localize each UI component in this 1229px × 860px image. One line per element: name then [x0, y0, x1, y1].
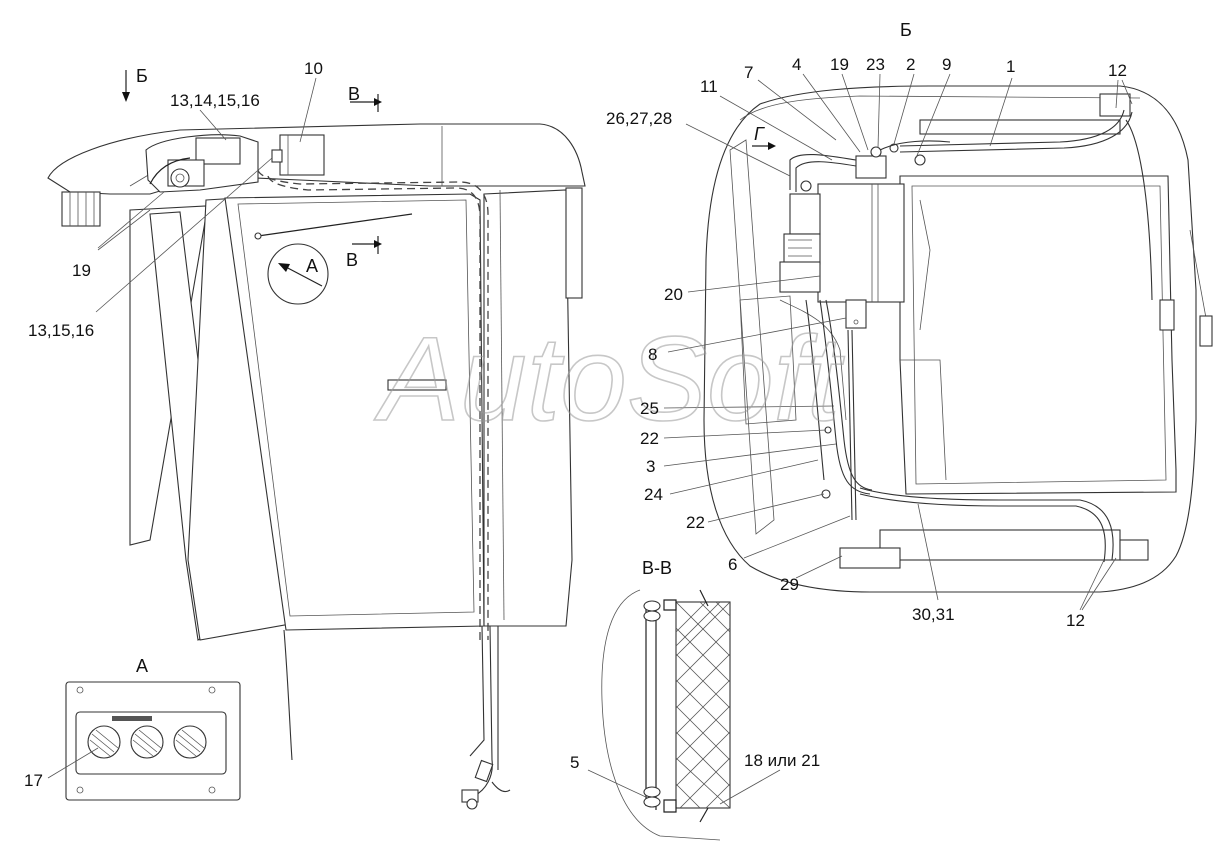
callout-18-or-21: 18 или 21	[744, 751, 820, 770]
callout-5: 5	[570, 753, 579, 772]
callout-4: 4	[792, 55, 801, 74]
callout-11: 11	[700, 77, 718, 96]
callout-6: 6	[728, 555, 737, 574]
knob-right	[173, 725, 207, 759]
section-vv-title: В-В	[642, 558, 672, 578]
lamp-block	[61, 191, 101, 227]
top-leaders	[663, 73, 1133, 611]
callout-13-14-15-16: 13,14,15,16	[170, 91, 260, 110]
knob-fan	[87, 725, 121, 759]
callout-9: 9	[942, 55, 951, 74]
callout-24: 24	[644, 485, 663, 504]
cab-side-view	[47, 70, 586, 810]
callout-25: 25	[640, 399, 659, 418]
labels: Б Б А А В В Г В-В 13,14,15,16 10 19 13,1…	[24, 20, 1127, 790]
callout-12-top: 12	[1108, 61, 1127, 80]
callout-30-31: 30,31	[912, 605, 955, 624]
left-leaders	[95, 77, 317, 313]
top-view	[703, 85, 1213, 593]
view-arrow-a-label: А	[306, 256, 318, 276]
callout-19-left: 19	[72, 261, 91, 280]
callout-26-27-28: 26,27,28	[606, 109, 672, 128]
callout-22-upper: 22	[640, 429, 659, 448]
brand-plate	[112, 716, 152, 721]
section-mark-v-top: В	[348, 84, 360, 104]
filter-box	[271, 134, 325, 176]
hose-fitting	[461, 759, 511, 810]
callout-3: 3	[646, 457, 655, 476]
watermark: AutoSoft	[374, 312, 845, 446]
callout-12-bottom: 12	[1066, 611, 1085, 630]
callout-22-lower: 22	[686, 513, 705, 532]
knob-middle	[130, 725, 164, 759]
control-panel-view	[47, 681, 241, 801]
heater-box	[779, 183, 905, 303]
callout-23: 23	[866, 55, 885, 74]
valve-assembly	[800, 143, 926, 192]
callout-1: 1	[1006, 57, 1015, 76]
callout-13-15-16: 13,15,16	[28, 321, 94, 340]
view-b-title: Б	[900, 20, 912, 40]
callout-17: 17	[24, 771, 43, 790]
callout-7: 7	[744, 63, 753, 82]
section-mark-v-bottom: В	[346, 250, 358, 270]
callout-20: 20	[664, 285, 683, 304]
view-arrow-b-label: Б	[136, 66, 148, 86]
roof-heater-unit	[145, 134, 259, 193]
view-a-title: А	[136, 656, 148, 676]
callout-8: 8	[648, 345, 657, 364]
callout-29: 29	[780, 575, 799, 594]
callout-2: 2	[906, 55, 915, 74]
section-vv	[587, 589, 781, 841]
callout-10: 10	[304, 59, 323, 78]
view-arrow-g-label: Г	[754, 124, 765, 144]
callout-19-right: 19	[830, 55, 849, 74]
